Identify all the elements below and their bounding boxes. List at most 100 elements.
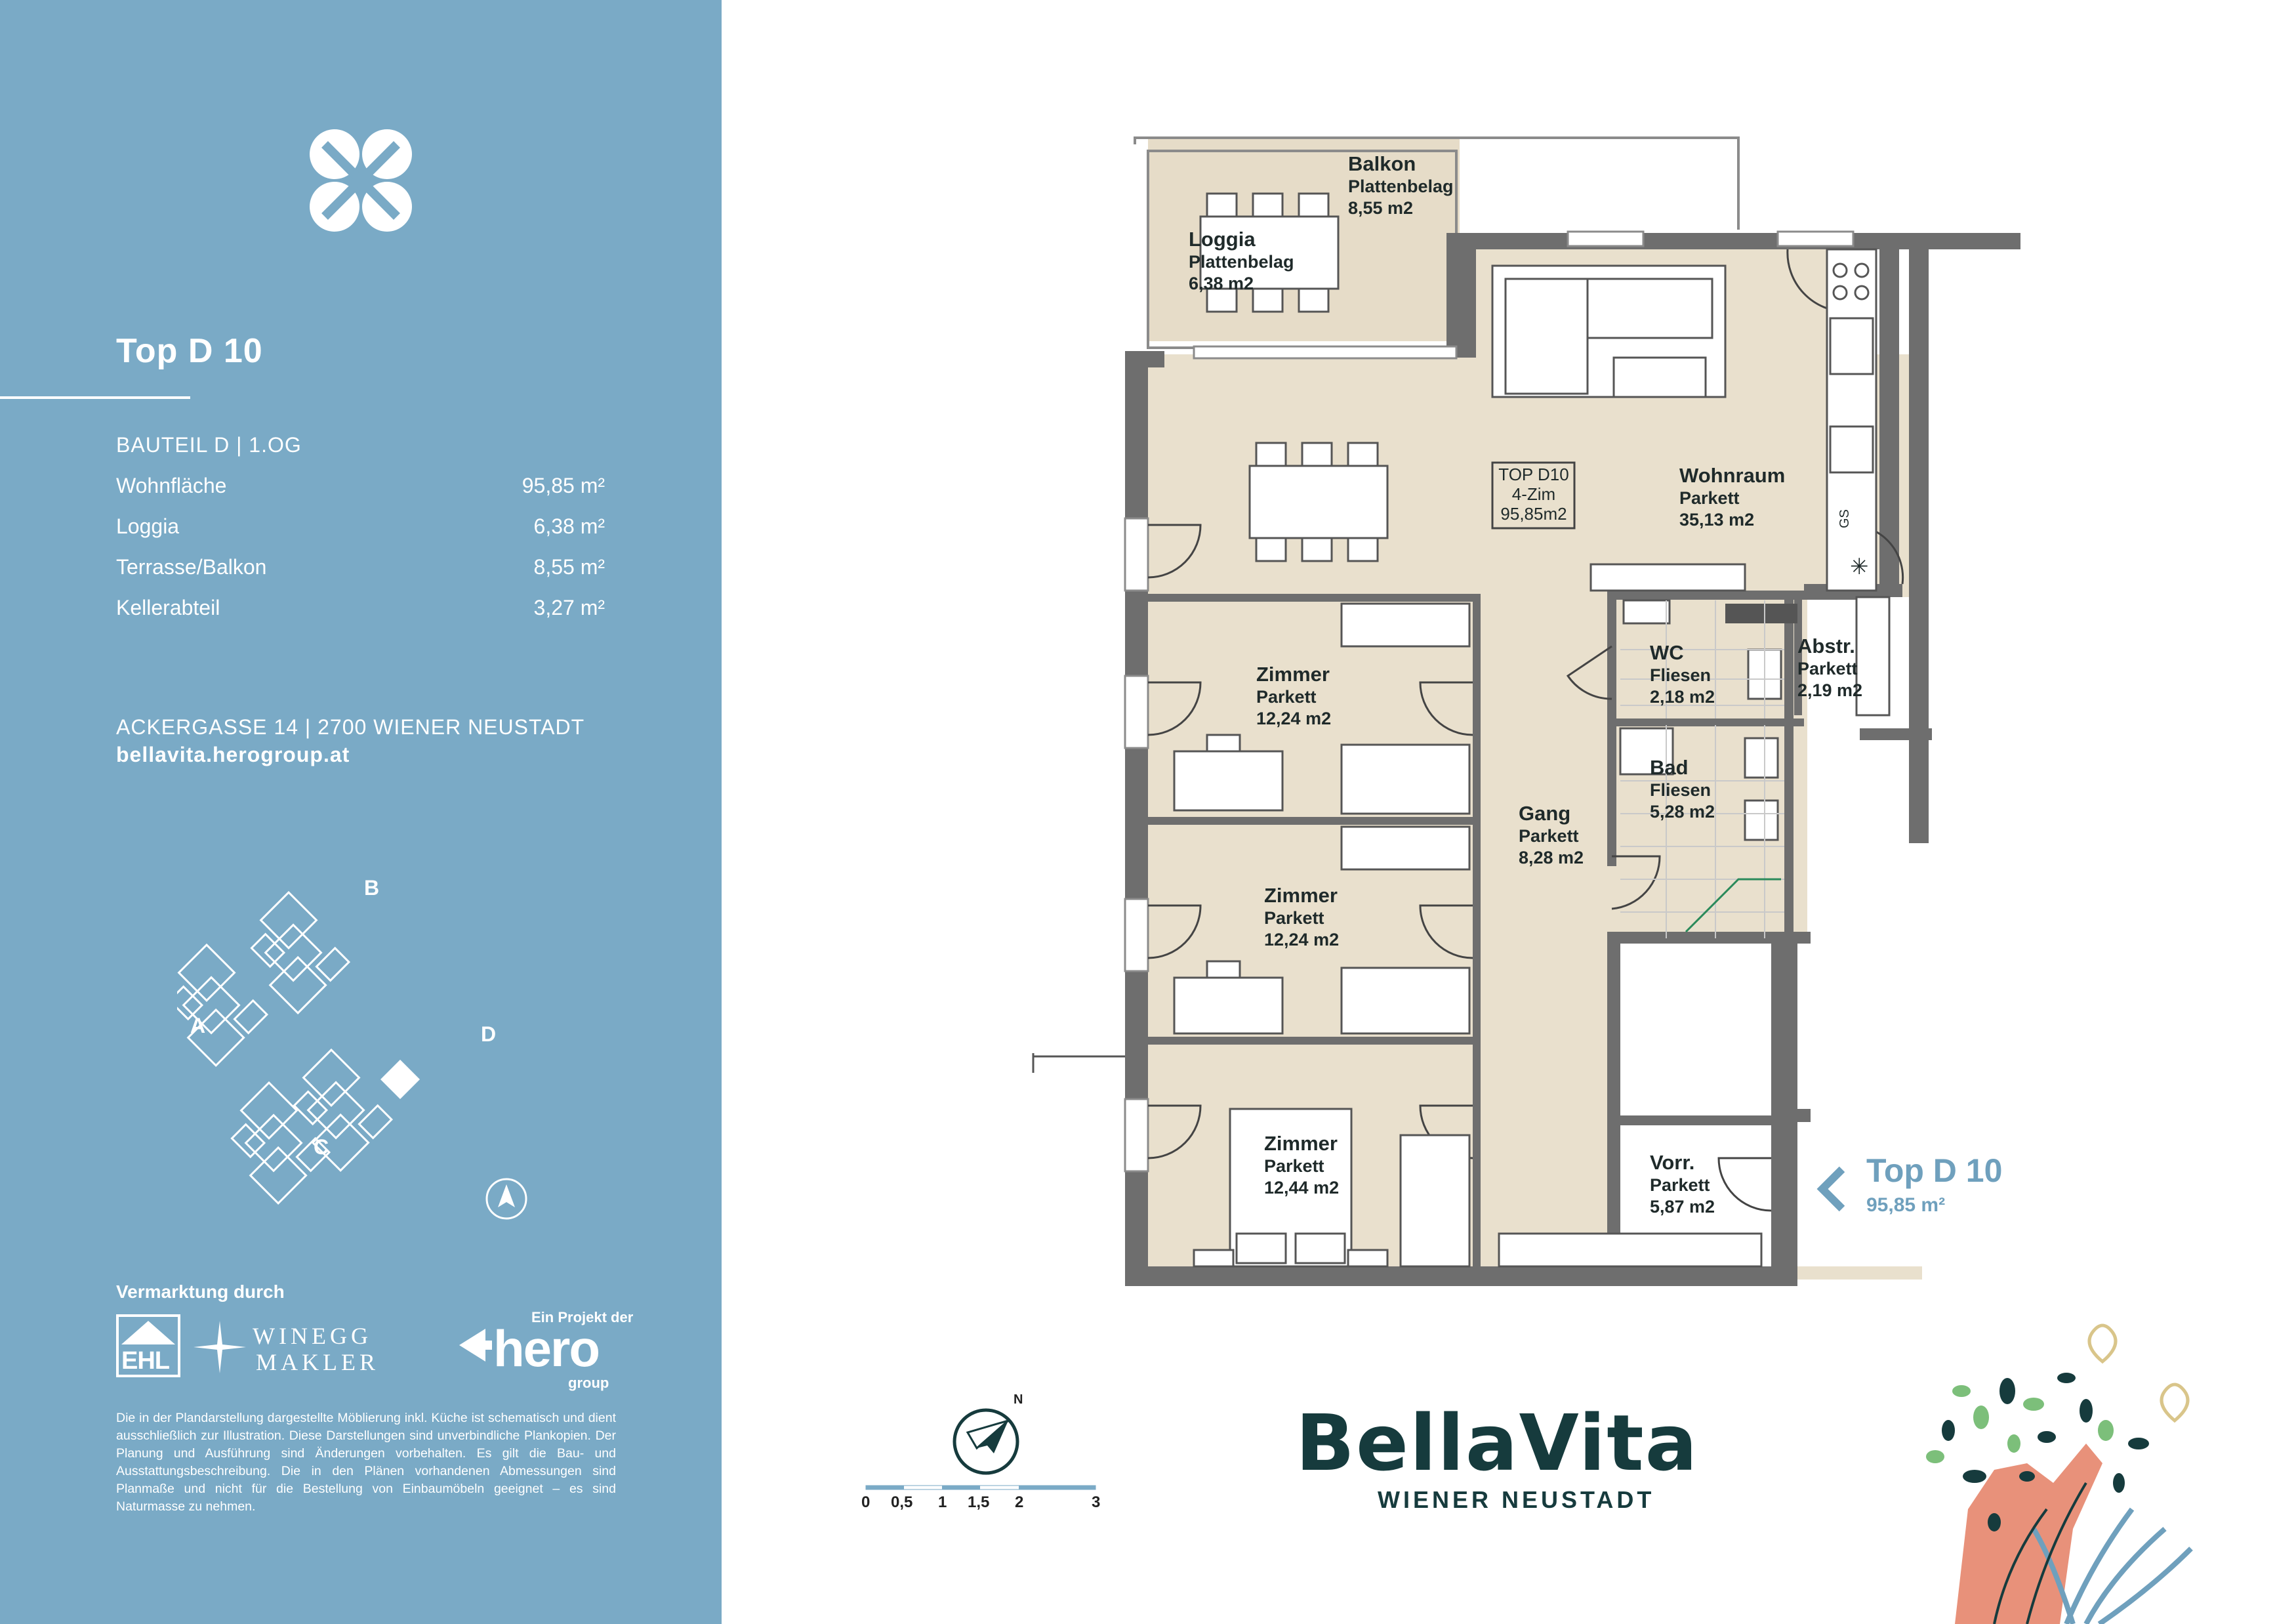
hero-sub: group <box>568 1375 609 1391</box>
building-label-a: A <box>190 1014 206 1037</box>
scale-tick: 1 <box>938 1493 947 1511</box>
svg-text:Parkett: Parkett <box>1264 908 1324 928</box>
spec-label: Kellerabteil <box>116 596 220 619</box>
svg-text:Parkett: Parkett <box>1519 826 1579 846</box>
site-plan-icon <box>177 890 527 1220</box>
svg-text:12,24 m2: 12,24 m2 <box>1256 709 1331 728</box>
room-label-zimmer-1: Zimmer Parkett 12,24 m2 <box>1256 663 1331 728</box>
project-logo-icon <box>310 129 412 232</box>
callout-area: 95,85 m² <box>1866 1194 1946 1216</box>
svg-text:8,28 m2: 8,28 m2 <box>1519 848 1584 867</box>
svg-text:5,28 m2: 5,28 m2 <box>1650 802 1715 822</box>
svg-text:Zimmer: Zimmer <box>1264 1132 1338 1155</box>
chevron-left-icon <box>1816 1166 1845 1212</box>
spec-row: Kellerabteil 3,27 m² <box>116 596 605 620</box>
svg-text:Zimmer: Zimmer <box>1256 663 1330 686</box>
website-link[interactable]: bellavita.herogroup.at <box>116 743 350 766</box>
svg-text:Zimmer: Zimmer <box>1264 884 1338 907</box>
svg-text:Gang: Gang <box>1519 802 1570 825</box>
svg-text:Fliesen: Fliesen <box>1650 780 1711 800</box>
winegg-line2: MAKLER <box>256 1349 379 1375</box>
svg-text:WC: WC <box>1650 641 1684 664</box>
svg-text:35,13 m2: 35,13 m2 <box>1679 510 1754 530</box>
spec-label: Wohnfläche <box>116 474 227 497</box>
scale-tick: 3 <box>1092 1493 1101 1511</box>
room-label-loggia: Loggia Plattenbelag 6,38 m2 <box>1189 228 1294 293</box>
brand-logo: BellaVita <box>1296 1398 1699 1488</box>
unit-box-line3: 95,85m2 <box>1500 504 1567 524</box>
house-icon <box>121 1321 175 1344</box>
star-icon <box>194 1321 246 1373</box>
svg-text:Fliesen: Fliesen <box>1650 665 1711 685</box>
svg-text:Vorr.: Vorr. <box>1650 1151 1694 1174</box>
svg-text:Bad: Bad <box>1650 756 1689 779</box>
spec-label: Terrasse/Balkon <box>116 555 267 579</box>
svg-text:2,19 m2: 2,19 m2 <box>1797 680 1862 700</box>
hero-name: hero <box>493 1320 600 1377</box>
svg-text:2,18 m2: 2,18 m2 <box>1650 687 1715 707</box>
floor-plan: GS ✳ TOP D10 4-Zim 95,85m2 Balkon Platte… <box>1032 136 2020 1286</box>
unit-box-line2: 4-Zim <box>1512 484 1555 504</box>
svg-text:Parkett: Parkett <box>1650 1175 1710 1195</box>
scale-tick: 0,5 <box>891 1493 913 1511</box>
spec-row: Terrasse/Balkon 8,55 m² <box>116 555 605 579</box>
svg-text:Parkett: Parkett <box>1797 659 1858 678</box>
svg-text:Loggia: Loggia <box>1189 228 1256 251</box>
spec-row: Loggia 6,38 m² <box>116 514 605 539</box>
hero-arrow-icon <box>459 1329 492 1362</box>
flower-illustration <box>1926 1323 2193 1624</box>
north-label: N <box>1014 1392 1023 1407</box>
winegg-line1: WINEGG <box>253 1323 372 1349</box>
scale-bar <box>865 1485 1096 1490</box>
room-label-wc: WC Fliesen 2,18 m2 <box>1650 641 1715 707</box>
svg-text:8,55 m2: 8,55 m2 <box>1348 198 1413 218</box>
scale-tick: 0 <box>861 1493 871 1511</box>
room-label-balkon: Balkon Plattenbelag 8,55 m2 <box>1348 152 1454 218</box>
compass-icon <box>953 1408 1019 1475</box>
building-label-c: C <box>314 1135 329 1159</box>
room-label-zimmer-3: Zimmer Parkett 12,44 m2 <box>1264 1132 1339 1197</box>
svg-text:12,24 m2: 12,24 m2 <box>1264 930 1339 949</box>
room-label-gang: Gang Parkett 8,28 m2 <box>1519 802 1584 867</box>
svg-text:Plattenbelag: Plattenbelag <box>1348 177 1454 196</box>
spec-value: 95,85 m² <box>522 474 605 497</box>
room-label-wohnraum: Wohnraum Parkett 35,13 m2 <box>1679 464 1785 530</box>
appliance-label: GS <box>1837 509 1852 528</box>
unit-title: Top D 10 <box>116 332 263 370</box>
room-label-abstr: Abstr. Parkett 2,19 m2 <box>1797 635 1862 700</box>
building-label-d: D <box>481 1022 497 1046</box>
spec-row: Wohnfläche 95,85 m² <box>116 474 605 498</box>
disclaimer-text: Die in der Plandarstellung dargestellte … <box>116 1411 616 1514</box>
spec-value: 8,55 m² <box>533 555 605 579</box>
room-label-bad: Bad Fliesen 5,28 m2 <box>1650 756 1715 822</box>
building-label-b: B <box>364 876 380 900</box>
svg-text:12,44 m2: 12,44 m2 <box>1264 1178 1339 1197</box>
spec-value: 3,27 m² <box>533 596 605 619</box>
svg-text:6,38 m2: 6,38 m2 <box>1189 274 1254 293</box>
scale-tick: 1,5 <box>968 1493 990 1511</box>
scale-tick: 2 <box>1015 1493 1024 1511</box>
brand-subtitle: WIENER NEUSTADT <box>1378 1486 1655 1513</box>
svg-text:Parkett: Parkett <box>1256 687 1317 707</box>
address: ACKERGASSE 14 | 2700 WIENER NEUSTADT <box>116 715 585 739</box>
svg-text:Balkon: Balkon <box>1348 152 1416 175</box>
svg-text:5,87 m2: 5,87 m2 <box>1650 1197 1715 1217</box>
ehl-logo: EHL <box>116 1314 180 1377</box>
room-label-vorr: Vorr. Parkett 5,87 m2 <box>1650 1151 1715 1217</box>
title-divider <box>0 396 190 399</box>
unit-box-line1: TOP D10 <box>1498 465 1568 484</box>
entrance-marker <box>1032 1053 1125 1073</box>
ehl-text: EHL <box>121 1347 170 1375</box>
svg-text:Parkett: Parkett <box>1679 488 1740 508</box>
svg-text:Wohnraum: Wohnraum <box>1679 464 1785 487</box>
marketing-label: Vermarktung durch <box>116 1281 285 1302</box>
freezer-icon: ✳ <box>1850 554 1869 579</box>
svg-text:Parkett: Parkett <box>1264 1156 1324 1176</box>
room-label-zimmer-2: Zimmer Parkett 12,24 m2 <box>1264 884 1339 949</box>
info-sidebar: Top D 10 BAUTEIL D | 1.OG Wohnfläche 95,… <box>0 0 722 1624</box>
section-label: BAUTEIL D | 1.OG <box>116 433 302 457</box>
spec-label: Loggia <box>116 514 180 538</box>
svg-text:Plattenbelag: Plattenbelag <box>1189 252 1294 272</box>
spec-value: 6,38 m² <box>533 514 605 538</box>
svg-text:Abstr.: Abstr. <box>1797 635 1855 657</box>
